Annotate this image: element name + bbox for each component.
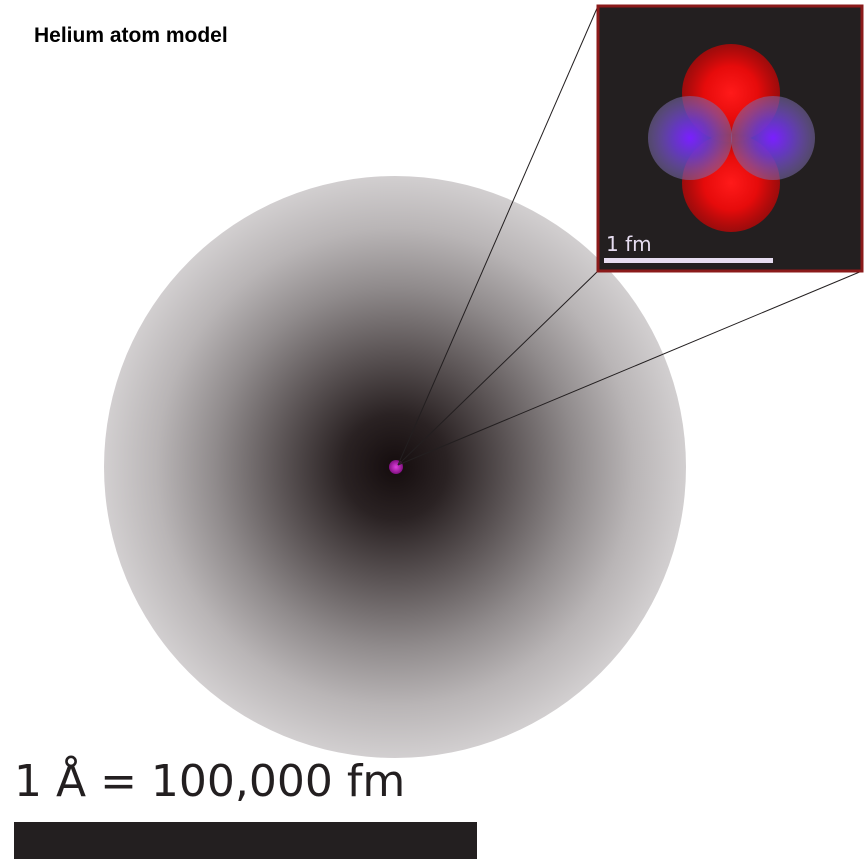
inset-scale-label: 1 fm: [606, 232, 652, 256]
atom-scale-label: 1 Å = 100,000 fm: [14, 756, 406, 807]
neutron-right: [731, 96, 815, 180]
zoom-lines: [397, 5, 863, 466]
inset-scale-bar: [604, 258, 773, 263]
atom-scale-bar: [14, 822, 477, 859]
diagram-title: Helium atom model: [34, 24, 228, 47]
neutron-left: [648, 96, 732, 180]
nucleus-inset: 1 fm: [596, 4, 864, 273]
